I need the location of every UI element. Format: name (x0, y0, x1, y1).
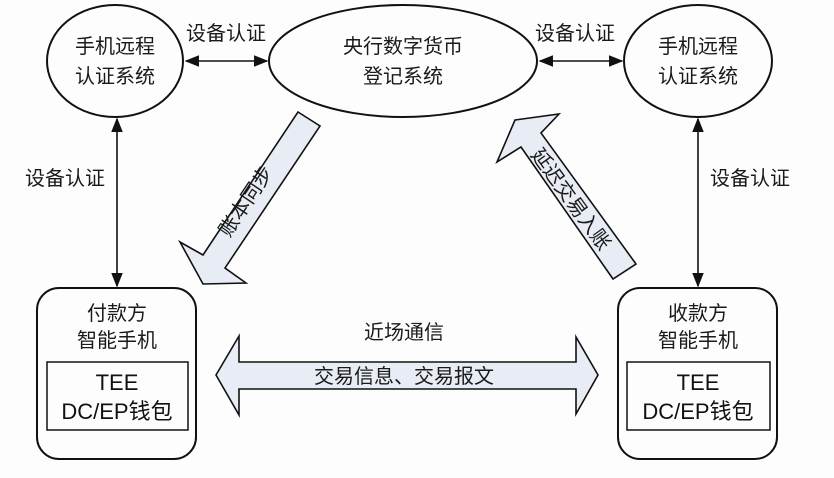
right-auth-line2: 认证系统 (658, 64, 738, 88)
delayed-posting-arrow: 延迟交易入账 (495, 112, 638, 281)
left-auth-node: 手机远程 认证系统 (46, 4, 184, 118)
central-registry-node: 央行数字货币 登记系统 (268, 4, 538, 118)
left-auth-line1: 手机远程 (75, 34, 155, 58)
left-vertical-label: 设备认证 (25, 166, 105, 190)
top-right-label: 设备认证 (535, 21, 615, 45)
left-auth-line2: 认证系统 (75, 64, 155, 88)
right-vertical-label: 设备认证 (710, 166, 790, 190)
payer-line2: 智能手机 (77, 328, 157, 352)
central-line1: 央行数字货币 (343, 34, 463, 58)
ledger-sync-arrow: 账本同步 (177, 110, 322, 285)
payer-phone-node: 付款方 智能手机 TEE DC/EP钱包 (36, 287, 197, 460)
payer-tee: TEE (96, 370, 139, 395)
right-auth-node: 手机远程 认证系统 (623, 4, 773, 118)
payee-line2: 智能手机 (658, 328, 738, 352)
delayed-posting-label: 延迟交易入账 (526, 144, 616, 255)
payer-wallet-box (46, 361, 189, 431)
nfc-content: 交易信息、交易报文 (314, 364, 494, 388)
nfc-double-arrow: 近场通信 交易信息、交易报文 (215, 320, 599, 418)
payee-line1: 收款方 (668, 301, 728, 325)
payee-tee: TEE (677, 370, 720, 395)
top-left-label: 设备认证 (186, 21, 266, 45)
nfc-title: 近场通信 (364, 320, 444, 344)
payee-wallet-box (626, 361, 771, 431)
payer-wallet: DC/EP钱包 (61, 399, 172, 424)
payee-phone-node: 收款方 智能手机 TEE DC/EP钱包 (617, 287, 778, 460)
central-line2: 登记系统 (363, 64, 443, 88)
right-auth-line1: 手机远程 (658, 34, 738, 58)
payee-wallet: DC/EP钱包 (642, 399, 753, 424)
payer-line1: 付款方 (87, 301, 147, 325)
